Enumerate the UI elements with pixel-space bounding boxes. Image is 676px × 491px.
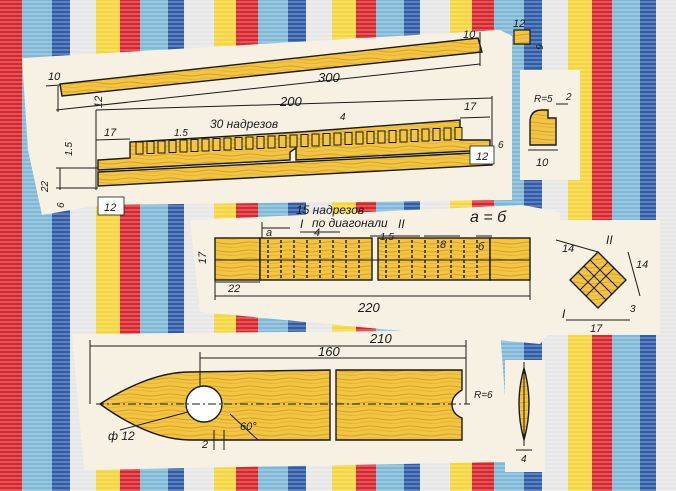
rod-notched-right [377,237,491,281]
rod-right-end [489,237,531,281]
label-box-right-end-width [469,145,495,165]
comb-base [97,151,493,187]
comb-tooth [168,140,177,153]
dim-comb-base-width: 12 [104,202,116,214]
comb-tooth [135,141,144,155]
dim-bar-length: 300 [318,70,340,85]
comb-tooth [212,138,221,151]
comb-tooth [234,137,243,150]
cross-section: 14 14 17 3 I II [536,220,660,335]
panel-shuttle: 210 160 ф 12 2 60° R=6 [72,330,510,470]
dim-rod-pitch: 4 [314,227,320,239]
comb-tooth [278,135,287,148]
comb-tooth [344,132,353,145]
label-section-one: I [562,307,566,321]
comb-tooth [311,133,320,147]
comb-tooth [454,127,463,140]
dim-section-top-left: 14 [562,243,574,255]
note-rod-notches: 15 надрезов [296,203,364,217]
dim-bar-end-left: 10 [48,71,61,83]
dim-comb-base-height: 6 [56,202,67,208]
comb-tooth [245,136,254,150]
dim-hook-top: 2 [565,92,572,103]
dim-profile-width: 12 [513,18,525,30]
dim-notch-width: 1.5 [174,128,188,139]
label-box-base-width [97,196,125,216]
rod-notched-left [259,237,373,281]
dim-profile-height: 6 [533,44,544,50]
note-comb-notches: 30 надрезов [210,117,278,131]
comb-tooth [267,135,276,149]
dim-comb-overall: 200 [279,94,302,109]
shuttle-edge-view: 4 [505,360,545,472]
label-roman-one: I [300,217,304,231]
dim-shuttle-overall: 210 [369,331,392,346]
dim-rod-group: 8 [440,239,447,251]
dim-shuttle-offset: 2 [201,439,208,451]
comb-tooth [179,139,188,153]
dim-shuttle-edge-width: 4 [521,454,527,465]
comb-tooth [289,134,298,148]
dim-comb-right-end-width: 12 [476,151,488,163]
comb-tooth [146,141,155,154]
dim-rod-b: б [478,241,485,253]
comb-tooth [223,137,232,151]
top-bar [59,37,483,97]
comb-tooth [421,128,430,142]
shuttle-body-right [335,369,463,441]
comb-tooth [201,138,210,152]
top-profile [513,29,531,45]
dim-rod-height: 17 [197,251,209,264]
comb-tooth [322,133,331,146]
dim-shuttle-body: 160 [318,344,340,359]
dim-shuttle-angle: 60° [240,421,257,433]
dim-rod-overall: 220 [357,300,380,315]
comb-tooth [256,136,265,149]
dim-bar-height: 12 [93,96,105,108]
comb-teeth [135,127,463,155]
comb-tooth [157,140,166,154]
panel-square-rod: 15 надрезов по диагонали I II а = б а б … [190,203,560,344]
dim-shuttle-diameter: ф 12 [108,429,135,443]
dim-hook-radius: R=5 [534,94,553,105]
dim-section-bottom: 17 [590,323,603,335]
dim-comb-height: 22 [40,180,51,193]
background-stripe [0,0,22,491]
comb-tooth [410,129,419,142]
comb-tooth [333,132,342,146]
comb-tooth [300,134,309,147]
dim-bar-end-right: 10 [463,29,476,41]
comb-tooth [443,127,452,141]
hook-profile: 2 R=5 10 [520,70,580,180]
dim-rod-a: а [266,227,272,239]
rod-notches [267,240,478,278]
dim-shuttle-radius: R=6 [474,390,493,401]
dim-comb-right-height: 6 [498,140,504,151]
label-roman-two: II [398,217,405,231]
comb-tooth [399,129,408,143]
comb-tooth [377,130,386,144]
rod-left-end [214,237,261,281]
comb-tooth [355,131,364,145]
dim-notch-depth: 1.5 [64,142,75,156]
dim-notch-pitch: 4 [340,112,346,123]
background-stripe [656,0,676,491]
panel-comb: 10 10 300 12 12 6 200 17 17 1.5 4 30 над… [22,18,544,216]
dim-hook-width: 10 [536,157,549,169]
dim-comb-right-end: 17 [464,101,477,113]
dim-comb-left-end: 17 [104,127,117,139]
dim-rod-gap: 1.5 [380,232,394,243]
dim-rod-end: 22 [227,283,240,295]
comb-tooth [366,131,375,144]
dim-section-corner: 3 [630,304,636,315]
comb-tooth [388,130,397,143]
dim-section-right: 14 [636,259,648,271]
label-section-two: II [606,233,613,247]
comb-tooth [432,128,441,141]
comb-tooth [190,139,199,152]
note-a-equals-b: а = б [470,209,507,226]
note-rod-diagonal: по диагонали [312,216,388,230]
